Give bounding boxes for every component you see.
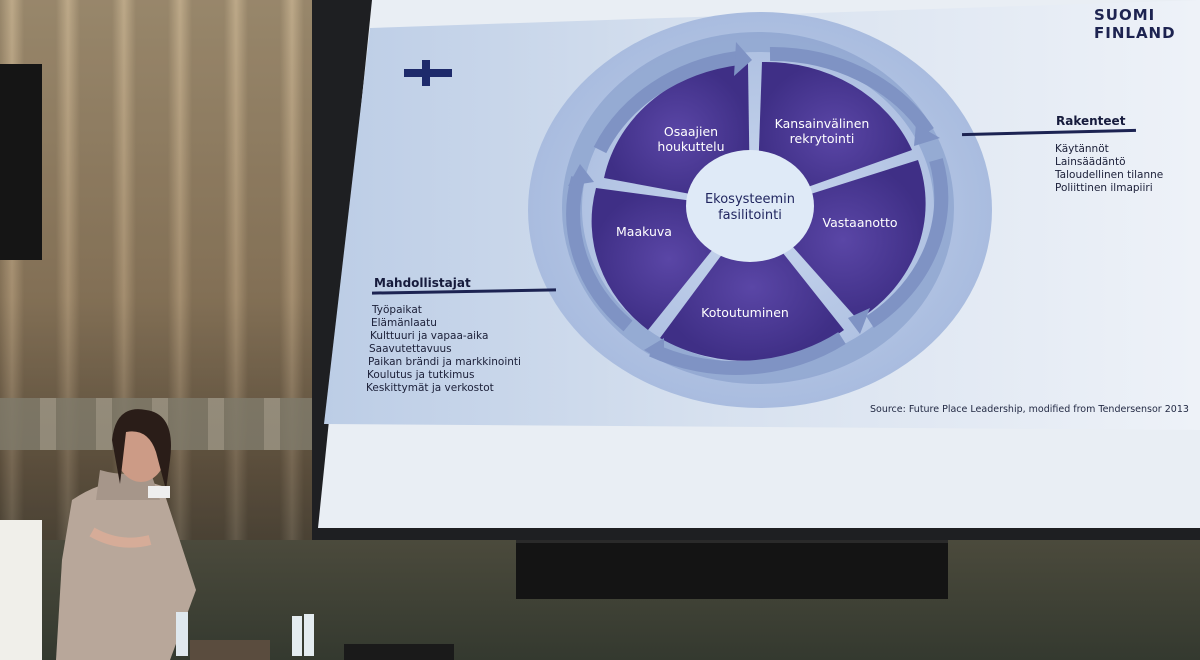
center-line-1: Ekosysteemin xyxy=(704,192,796,207)
segment-kotoutuminen xyxy=(660,214,844,361)
source-caption: Source: Future Place Leadership, modifie… xyxy=(870,404,1189,415)
mahdollistajat-item: Työpaikat xyxy=(372,304,422,316)
mahdollistajat-list: Työpaikat Elämänlaatu Kulttuuri ja vapaa… xyxy=(366,304,521,395)
segment-label-kansainvalinen: Kansainvälinen rekrytointi xyxy=(762,116,882,146)
logo-line-2: FINLAND xyxy=(1094,24,1176,42)
segment-0-line-2: houkuttelu xyxy=(657,139,725,154)
center-label: Ekosysteemin fasilitointi xyxy=(690,192,810,224)
suomi-finland-logo: SUOMI FINLAND xyxy=(1094,6,1184,42)
rakenteet-item: Lainsäädäntö xyxy=(1055,156,1126,168)
mahdollistajat-item: Paikan brändi ja markkinointi xyxy=(368,356,521,368)
mahdollistajat-item: Koulutus ja tutkimus xyxy=(367,369,475,381)
mahdollistajat-item: Elämänlaatu xyxy=(371,317,437,329)
rakenteet-item: Taloudellinen tilanne xyxy=(1055,169,1164,181)
soundbar xyxy=(516,540,948,599)
segment-3-line-1: Kotoutuminen xyxy=(701,305,789,320)
segment-0-line-1: Osaajien xyxy=(663,124,719,139)
rakenteet-item: Käytännöt xyxy=(1055,143,1109,155)
mahdollistajat-item: Saavutettavuus xyxy=(369,343,452,355)
rakenteet-title: Rakenteet xyxy=(1056,114,1126,128)
segment-label-osaajien: Osaajien houkuttelu xyxy=(636,124,746,154)
segment-label-maakuva: Maakuva xyxy=(604,224,684,239)
cycle-arrows xyxy=(566,46,949,375)
mahdollistajat-item: Kulttuuri ja vapaa-aika xyxy=(370,330,489,342)
mahdollistajat-item: Keskittymät ja verkostot xyxy=(366,382,494,394)
rakenteet-list: Käytännöt Lainsäädäntö Taloudellinen til… xyxy=(1055,143,1163,195)
segment-1-line-2: rekrytointi xyxy=(789,131,855,146)
segment-4-line-1: Maakuva xyxy=(616,224,672,239)
segment-2-line-1: Vastaanotto xyxy=(822,215,898,230)
center-circle xyxy=(686,150,814,262)
wall-speaker xyxy=(0,64,42,260)
mahdollistajat-title: Mahdollistajat xyxy=(374,276,471,290)
center-line-2: fasilitointi xyxy=(718,208,782,223)
segment-label-vastaanotto: Vastaanotto xyxy=(810,215,910,230)
arrow-heads xyxy=(568,42,940,362)
segment-1-line-1: Kansainvälinen xyxy=(774,116,870,131)
rakenteet-item: Poliittinen ilmapiiri xyxy=(1055,182,1153,194)
podium xyxy=(0,520,42,660)
logo-line-1: SUOMI xyxy=(1094,6,1156,24)
plus-cross-icon xyxy=(404,60,452,86)
segment-label-kotoutuminen: Kotoutuminen xyxy=(690,305,800,320)
